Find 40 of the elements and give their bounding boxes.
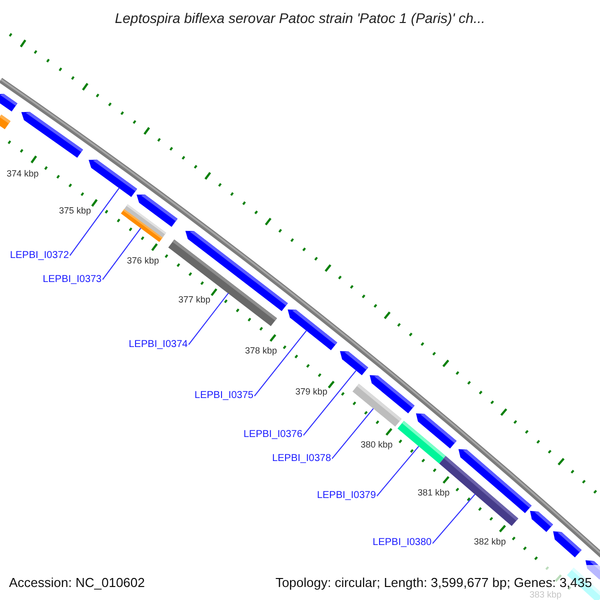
gene-label: LEPBI_I0378: [272, 454, 332, 464]
gene-bar: [398, 420, 446, 464]
gene-label: LEPBI_I0374: [128, 340, 188, 350]
gene-label: LEPBI_I0380: [372, 538, 432, 548]
leader-line: [332, 408, 374, 460]
scale-label: 377 kbp: [178, 295, 210, 304]
leader-line: [254, 330, 307, 397]
gene-bar: [530, 510, 553, 532]
gene-bar: [21, 112, 84, 158]
scale-label: 383 kbp: [530, 590, 562, 600]
scale-label: 374 kbp: [6, 169, 39, 178]
gene-bar: [120, 209, 163, 242]
gene-bar: [340, 351, 368, 376]
scale-label: 376 kbp: [126, 256, 159, 266]
gene-bar: [0, 114, 11, 130]
scale-label: 382 kbp: [474, 537, 506, 546]
scale-label: 379 kbp: [295, 387, 328, 396]
gene-label: LEPBI_I0372: [10, 250, 69, 261]
leader-line: [432, 494, 476, 544]
map-title: Leptospira biflexa serovar Patoc strain 'Patoc 1 (Paris)' ch...: [114, 11, 486, 25]
scale-label: 381 kbp: [418, 488, 450, 498]
gene-label: LEPBI_I0376: [243, 430, 302, 440]
scale-label: 380 kbp: [360, 440, 393, 450]
gene-bar: [0, 94, 18, 112]
gene-bar: [352, 384, 402, 427]
genome-stats-label: Topology: circular; Length: 3,599,677 bp; Genes: 3,435: [275, 576, 592, 589]
leader-line: [188, 292, 229, 346]
scale-label: 378 kbp: [244, 346, 277, 356]
leader-line: [102, 228, 142, 280]
leader-line: [302, 370, 357, 436]
gene-bar: [168, 239, 277, 326]
accession-label: Accession: NC_010602: [9, 576, 145, 589]
scale-label: 375 kbp: [58, 206, 91, 216]
gene-bar: [288, 310, 338, 350]
gene-label: LEPBI_I0373: [42, 274, 102, 285]
gene-label: LEPBI_I0375: [194, 391, 254, 402]
gene-bar: [553, 531, 582, 558]
gene-bar: [88, 160, 138, 197]
gene-label: LEPBI_I0379: [316, 491, 376, 502]
leader-line: [69, 188, 120, 256]
